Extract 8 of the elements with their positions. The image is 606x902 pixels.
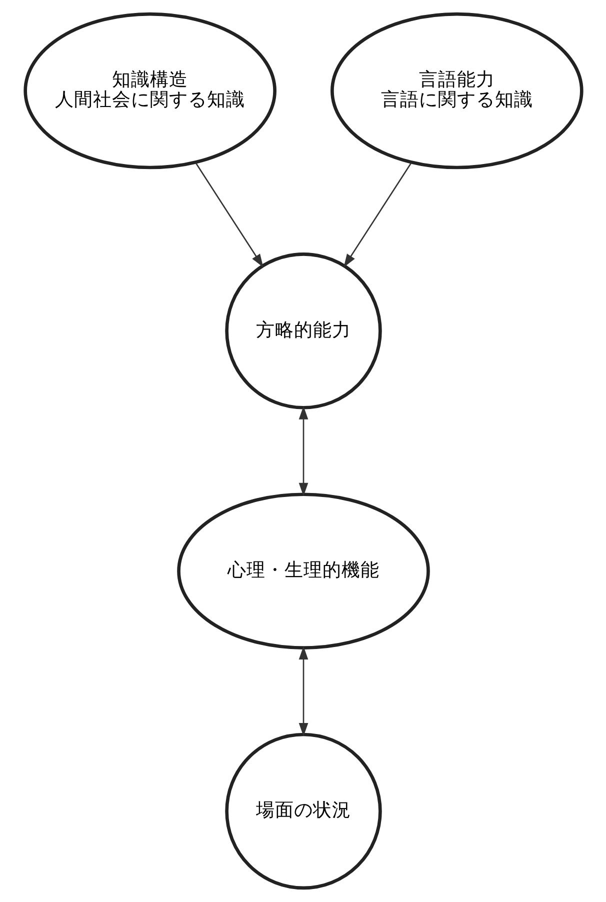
arrow [298,646,308,736]
node-ellipse: 言語能力 言語に関する知識 [330,12,583,170]
arrow [194,162,263,268]
arrow [298,406,308,496]
node-ellipse: 心理・生理的機能 [176,492,430,650]
node-ellipse: 知識構造 人間社会に関する知識 [23,12,276,170]
arrow [343,162,412,268]
node-circle: 場面の状況 [224,732,382,890]
